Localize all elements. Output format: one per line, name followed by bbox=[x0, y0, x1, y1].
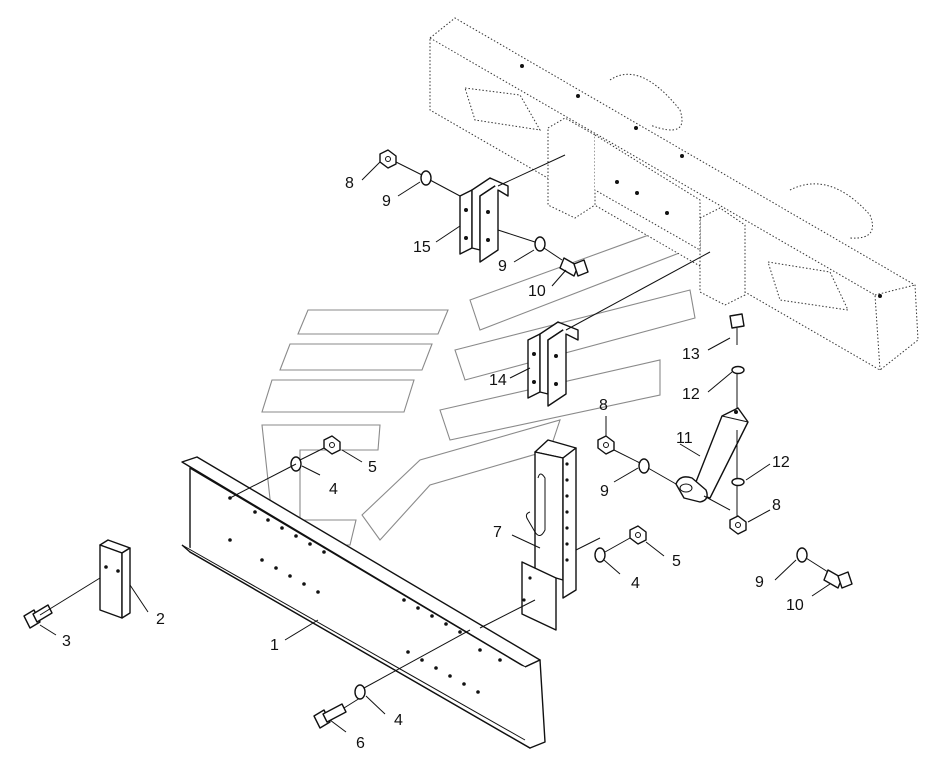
spacer-block bbox=[99, 539, 131, 619]
callout-11: 11 bbox=[676, 430, 693, 447]
washer-9-upper bbox=[534, 236, 546, 252]
washer-9-mid bbox=[638, 458, 650, 474]
callout-9-mid: 9 bbox=[600, 483, 609, 500]
callout-13: 13 bbox=[682, 346, 700, 363]
nut-8-top bbox=[379, 149, 397, 169]
callout-labels: 1 2 3 4 4 4 5 5 6 7 8 8 8 9 9 9 9 10 10 … bbox=[62, 175, 804, 752]
callout-3: 3 bbox=[62, 633, 71, 650]
callout-12-top: 12 bbox=[682, 386, 700, 403]
callout-8-top: 8 bbox=[345, 175, 354, 192]
bolt-10-upper bbox=[559, 257, 589, 277]
washer-4-mid bbox=[594, 547, 606, 563]
callout-12-bottom: 12 bbox=[772, 454, 790, 471]
washer-4-bottom bbox=[354, 629, 471, 700]
callout-10-right: 10 bbox=[786, 597, 804, 614]
nut-5-mid bbox=[629, 525, 647, 545]
callout-7: 7 bbox=[493, 524, 502, 541]
washer-12-bottom bbox=[731, 477, 745, 487]
watermark-logo bbox=[261, 219, 701, 546]
bolt-10-right bbox=[823, 569, 853, 589]
nut-8-mid bbox=[597, 435, 615, 455]
callout-8-bottom: 8 bbox=[772, 497, 781, 514]
callout-4-bottom: 4 bbox=[394, 712, 403, 729]
callout-2: 2 bbox=[156, 611, 165, 628]
hitch-bracket bbox=[521, 439, 577, 631]
callout-9-right: 9 bbox=[755, 574, 764, 591]
bracket-15 bbox=[459, 177, 509, 263]
callout-14: 14 bbox=[489, 372, 507, 389]
nut-8-bottom bbox=[729, 515, 747, 535]
callout-8-mid: 8 bbox=[599, 397, 608, 414]
bolt-3 bbox=[23, 577, 101, 629]
strut-arm bbox=[675, 407, 749, 503]
nut-5-top bbox=[323, 435, 341, 455]
washer-12-top bbox=[731, 365, 745, 375]
washer-9-top bbox=[420, 170, 432, 186]
washer-9-right bbox=[796, 547, 808, 563]
callout-6: 6 bbox=[356, 735, 365, 752]
callout-4-mid: 4 bbox=[631, 575, 640, 592]
callout-9-upper: 9 bbox=[498, 258, 507, 275]
bolt-13 bbox=[729, 313, 745, 345]
rear-bumper-bar bbox=[181, 456, 546, 749]
truck-frame bbox=[429, 17, 919, 371]
callout-4-top: 4 bbox=[329, 481, 338, 498]
callout-15: 15 bbox=[413, 239, 431, 256]
callout-5-top: 5 bbox=[368, 459, 377, 476]
callout-9-top: 9 bbox=[382, 193, 391, 210]
bracket-14 bbox=[527, 321, 579, 407]
leader-lines bbox=[39, 161, 831, 733]
callout-1: 1 bbox=[270, 637, 279, 654]
bolt-6 bbox=[313, 697, 361, 729]
callout-5-mid: 5 bbox=[672, 553, 681, 570]
callout-10-upper: 10 bbox=[528, 283, 546, 300]
